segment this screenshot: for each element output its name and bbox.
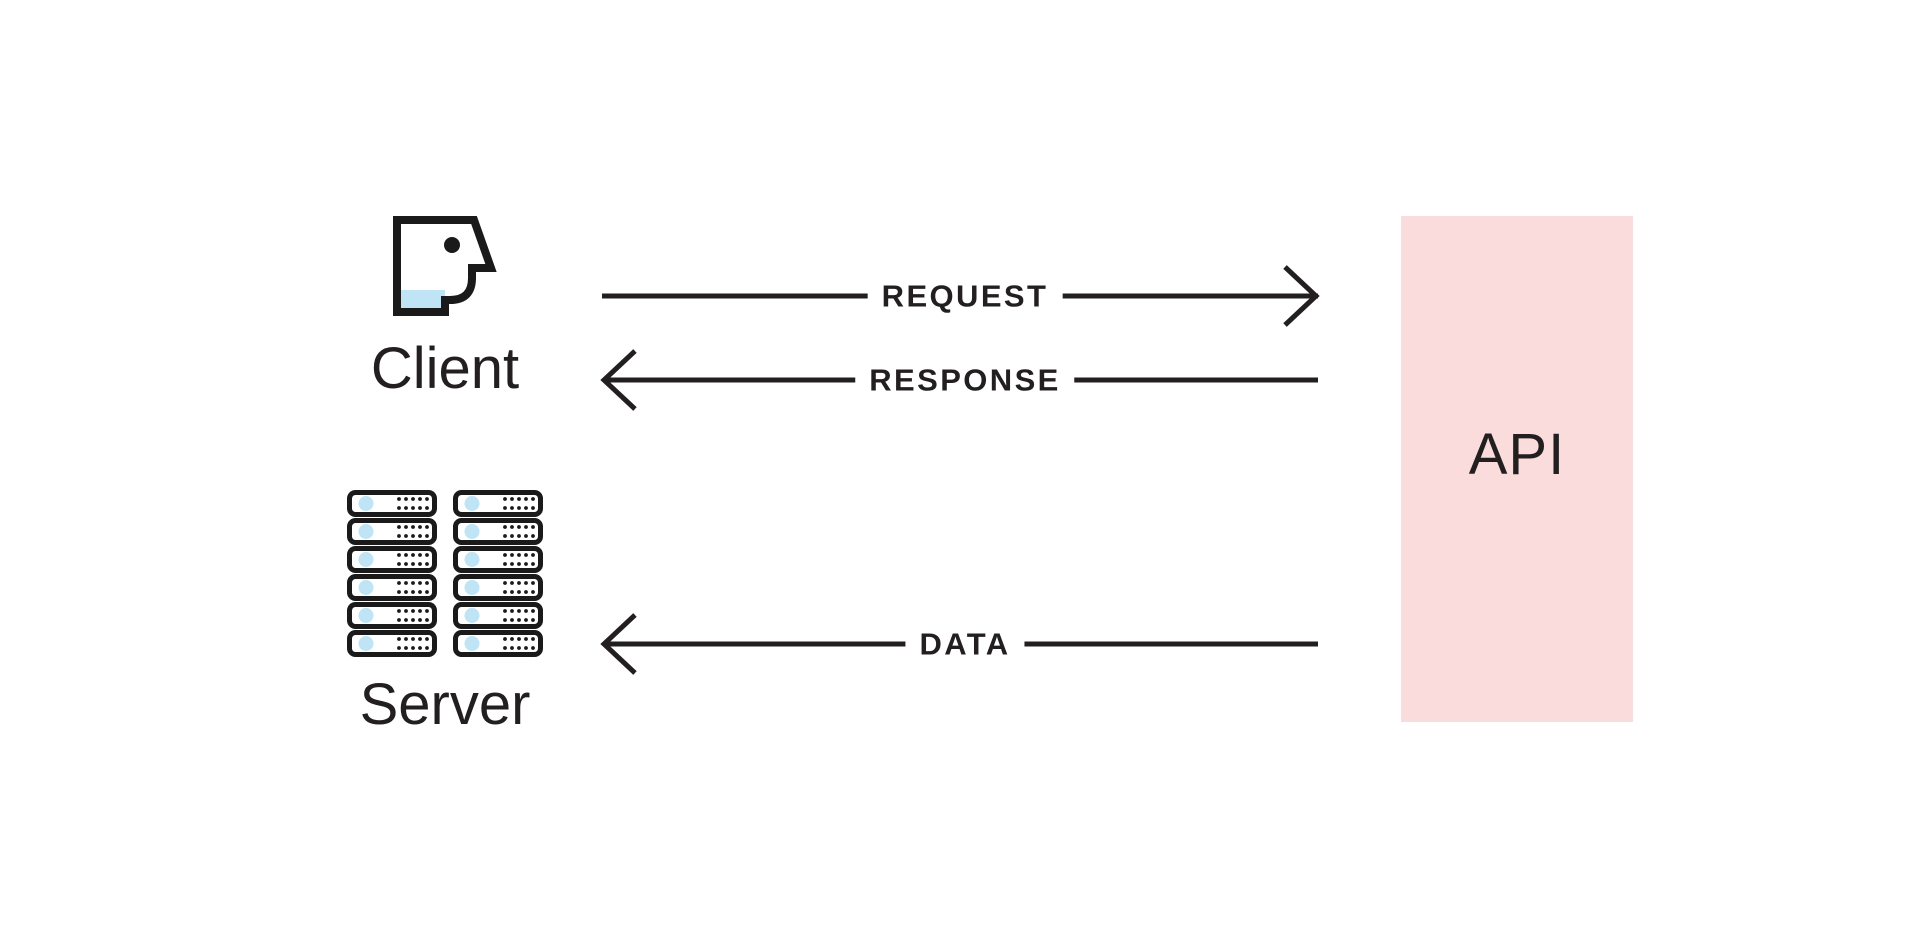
flow-response: RESPONSE (600, 348, 1320, 412)
flow-label-data: DATA (905, 628, 1025, 660)
flow-label-request: REQUEST (867, 280, 1063, 312)
server-rack-icon (347, 490, 543, 660)
api-panel: API (1401, 216, 1633, 722)
client-node: Client (340, 212, 550, 398)
flow-label-response: RESPONSE (855, 364, 1075, 396)
flow-request: REQUEST (600, 264, 1320, 328)
client-head-icon (386, 212, 504, 322)
server-node: Server (330, 490, 560, 734)
api-label: API (1468, 422, 1566, 487)
client-label: Client (370, 336, 520, 401)
flow-data: DATA (600, 612, 1320, 676)
server-label: Server (359, 672, 531, 737)
